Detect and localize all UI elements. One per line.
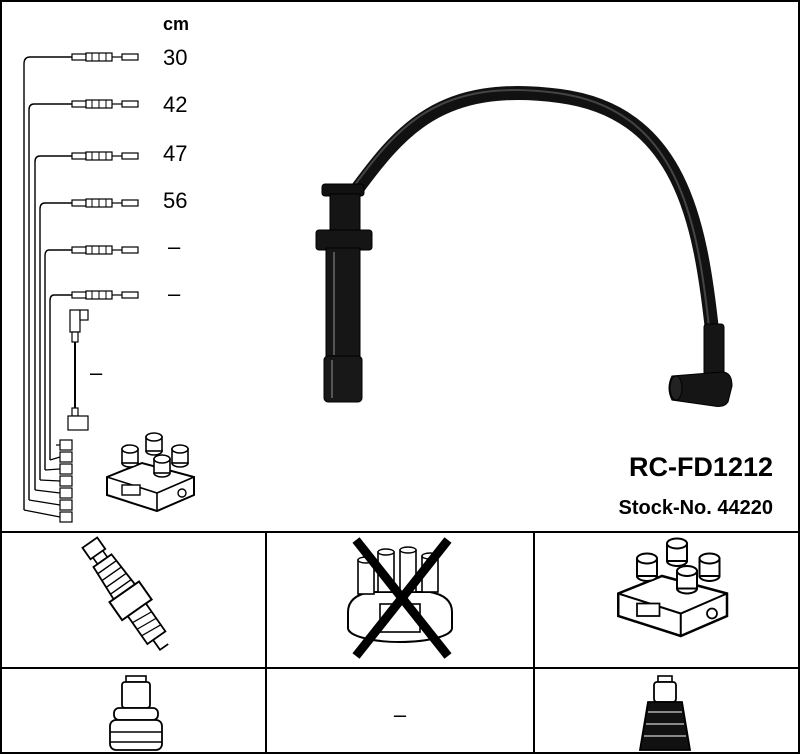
angled-boot (668, 323, 733, 407)
product-code: RC-FD1212 (629, 452, 773, 482)
ignition-cable-illustration (315, 86, 733, 407)
ignition-coil-icon (617, 537, 729, 638)
straight-boot (315, 183, 373, 403)
coil-lead: – (67, 309, 103, 431)
middle-bottom-dash: – (394, 702, 407, 727)
length-unit-label: cm (163, 14, 189, 34)
cable-length-label: 42 (163, 92, 187, 117)
cable-row: 30 (23, 45, 187, 510)
coil-lead-length-label: – (90, 360, 103, 385)
terminal-stack (23, 439, 73, 523)
not-compatible-cross-icon (352, 537, 452, 659)
cable-row: 56 (39, 188, 187, 480)
cable-row: – (44, 234, 181, 470)
cable-length-label: 56 (163, 188, 187, 213)
cable-row: – (49, 281, 181, 460)
stock-number: Stock-No. 44220 (618, 497, 773, 519)
plug-connector-straight-icon (109, 675, 163, 751)
plug-connector-boot-icon (638, 675, 692, 751)
coil-pack-icon (106, 432, 195, 512)
cable-length-label: – (168, 281, 181, 306)
cable-length-list: cm 30 42 47 56 – – (23, 14, 189, 523)
cable-row: 47 (34, 141, 187, 490)
cable-length-label: – (168, 234, 181, 259)
cable-length-label: 47 (163, 141, 187, 166)
cable-length-label: 30 (163, 45, 187, 70)
cable-row: 42 (28, 92, 187, 500)
spark-plug-icon (81, 536, 169, 652)
